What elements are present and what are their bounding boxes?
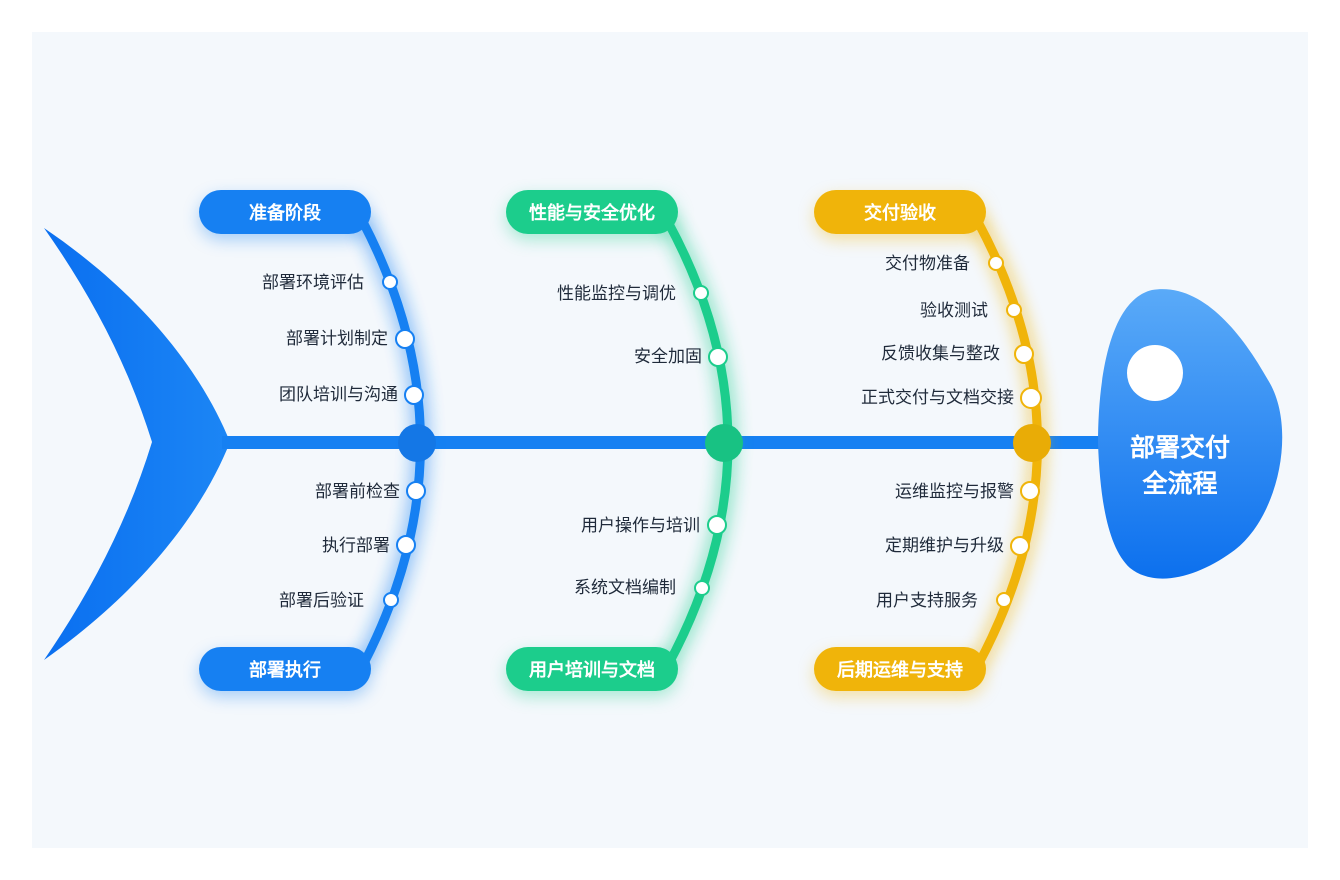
- category-label-exec: 部署执行: [199, 647, 371, 691]
- item-dot: [382, 274, 398, 290]
- item-accept-4: 正式交付与文档交接: [861, 388, 1014, 408]
- junction-node-green: [705, 424, 743, 462]
- item-prep-2: 部署计划制定: [286, 329, 388, 349]
- item-exec-1: 部署前检查: [315, 482, 400, 502]
- item-dot: [694, 580, 710, 596]
- item-dot: [988, 255, 1004, 271]
- item-accept-1: 交付物准备: [885, 254, 970, 274]
- diagram-title: 部署交付 全流程: [1108, 430, 1252, 502]
- junction-node-blue: [398, 424, 436, 462]
- fish-eye: [1127, 345, 1183, 401]
- item-accept-3: 反馈收集与整改: [881, 344, 1000, 364]
- item-dot: [1014, 344, 1034, 364]
- item-train-2: 系统文档编制: [574, 578, 676, 598]
- item-dot: [1020, 481, 1040, 501]
- item-dot: [404, 385, 424, 405]
- title-line-2: 全流程: [1142, 469, 1218, 498]
- category-label-accept: 交付验收: [814, 190, 986, 234]
- item-dot: [693, 285, 709, 301]
- item-dot: [383, 592, 399, 608]
- category-label-prep: 准备阶段: [199, 190, 371, 234]
- category-label-ops: 后期运维与支持: [814, 647, 986, 691]
- item-dot: [1006, 302, 1022, 318]
- junction-node-yellow: [1013, 424, 1051, 462]
- item-dot: [1010, 536, 1030, 556]
- item-train-1: 用户操作与培训: [581, 516, 700, 536]
- fish-tail: [44, 228, 230, 660]
- item-perf-2: 安全加固: [634, 347, 702, 367]
- item-dot: [1020, 387, 1042, 409]
- item-perf-1: 性能监控与调优: [557, 284, 676, 304]
- item-ops-2: 定期维护与升级: [885, 536, 1004, 556]
- item-dot: [396, 535, 416, 555]
- item-prep-1: 部署环境评估: [262, 273, 364, 293]
- category-label-train: 用户培训与文档: [506, 647, 678, 691]
- item-exec-2: 执行部署: [322, 536, 390, 556]
- item-dot: [708, 347, 728, 367]
- item-ops-3: 用户支持服务: [876, 591, 978, 611]
- item-dot: [395, 329, 415, 349]
- item-prep-3: 团队培训与沟通: [279, 385, 398, 405]
- item-exec-3: 部署后验证: [279, 591, 364, 611]
- category-label-perf: 性能与安全优化: [506, 190, 678, 234]
- fish-spine: [222, 436, 1122, 449]
- item-ops-1: 运维监控与报警: [895, 482, 1014, 502]
- item-dot: [996, 592, 1012, 608]
- title-line-1: 部署交付: [1129, 433, 1230, 462]
- item-dot: [406, 481, 426, 501]
- item-dot: [707, 515, 727, 535]
- item-accept-2: 验收测试: [920, 301, 988, 321]
